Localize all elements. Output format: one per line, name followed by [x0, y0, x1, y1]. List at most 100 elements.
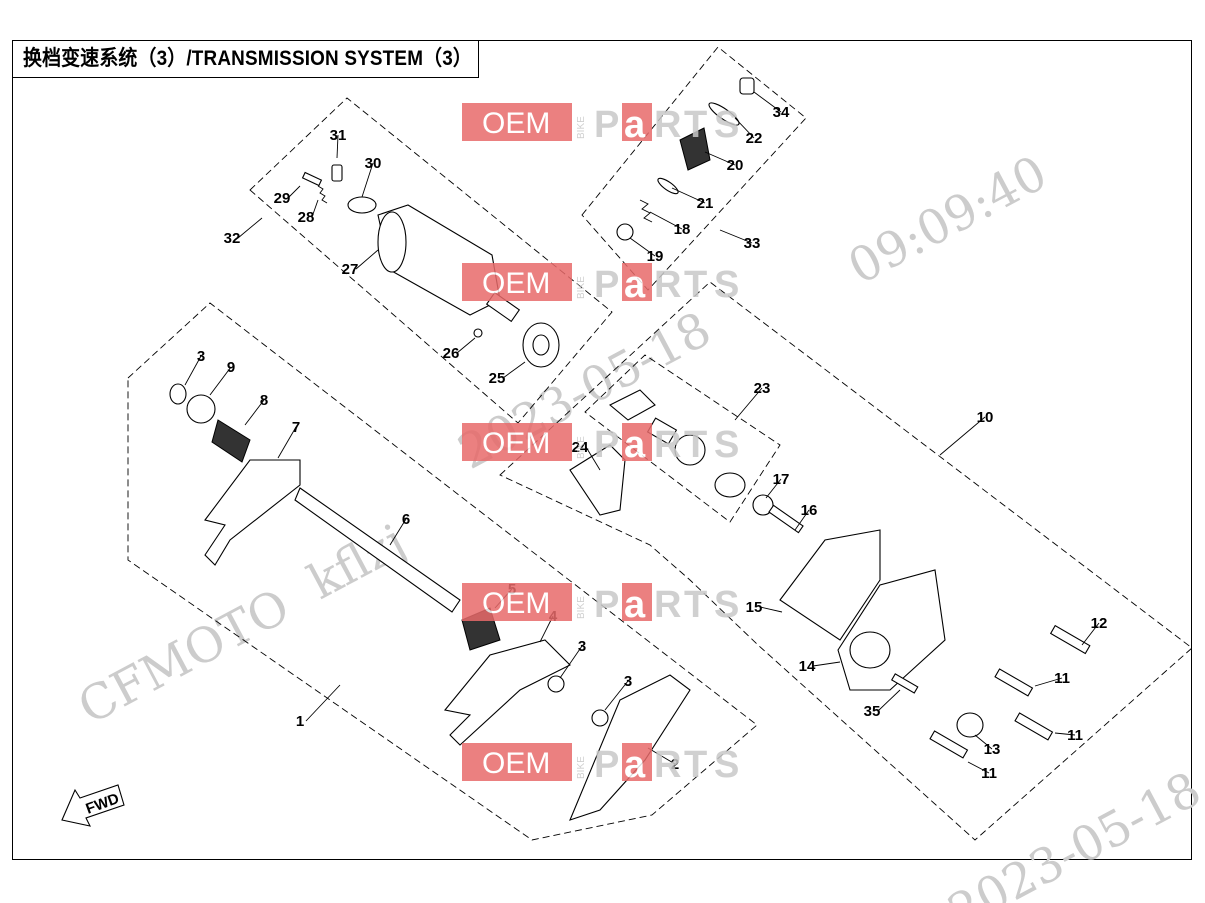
callout-1: 1	[296, 713, 304, 730]
callout-7: 7	[292, 419, 300, 436]
leader-line-30	[361, 162, 374, 198]
watermark-brand: CFMOTO	[69, 578, 298, 735]
logo-red-block	[462, 423, 572, 461]
callout-11a: 11	[1054, 670, 1070, 687]
leader-line-11b	[1054, 732, 1076, 736]
logo-oem-text: OEM	[482, 747, 550, 780]
leader-line-14	[812, 661, 841, 667]
part-8-spring	[211, 419, 251, 463]
leader-line-11a	[1034, 677, 1063, 687]
leader-line-2	[647, 747, 676, 765]
callout-28: 28	[298, 209, 315, 226]
callout-19: 19	[647, 248, 664, 265]
logo-letter-s: S	[714, 424, 739, 466]
callout-2: 2	[671, 756, 679, 773]
logo-letter-a: a	[624, 104, 646, 146]
logo-oem-text: OEM	[482, 427, 550, 460]
detent-assembly	[616, 77, 755, 241]
callout-6: 6	[402, 511, 410, 528]
group-box-1	[127, 302, 758, 841]
logo-letter-r: R	[654, 264, 681, 306]
part-6-shaft	[294, 487, 461, 613]
leader-line-6	[389, 518, 407, 546]
part-4-fork	[443, 639, 571, 746]
callout-21: 21	[697, 195, 714, 212]
callout-27: 27	[342, 261, 359, 278]
leader-line-11c	[967, 761, 990, 774]
leader-line-24	[585, 446, 601, 471]
logo-red-block	[462, 103, 572, 141]
logo-letter-t: T	[684, 104, 707, 146]
shift-fork-assembly	[169, 383, 691, 821]
logo-a-block	[622, 743, 652, 781]
callout-18: 18	[674, 221, 691, 238]
part-14-cover-hole	[849, 631, 891, 669]
logo-letter-a: a	[624, 264, 646, 306]
part-23-gear	[674, 434, 706, 466]
part-23-stopper	[609, 389, 656, 421]
logo-letter-s: S	[714, 584, 739, 626]
part-22-washer	[708, 102, 740, 126]
fwd-label: FWD	[84, 790, 122, 818]
logo-letter-t: T	[684, 744, 707, 786]
part-31-bolt	[331, 164, 343, 182]
leader-line-1	[305, 684, 341, 722]
logo-letter-r: R	[654, 104, 681, 146]
leader-line-8	[244, 399, 265, 426]
callout-30: 30	[365, 155, 382, 172]
watermark-time: 09:09:40	[839, 145, 1056, 296]
leader-line-31	[336, 134, 339, 159]
part-20-holder	[679, 127, 711, 171]
callout-15: 15	[746, 599, 763, 616]
logo-oem-text: OEM	[482, 267, 550, 300]
leader-line-28	[311, 199, 319, 218]
logo-oem-text: OEM	[482, 107, 550, 140]
part-3-clip-b	[547, 675, 565, 693]
part-17-washer	[752, 494, 774, 516]
callout-22: 22	[746, 130, 763, 147]
logo-a-block	[622, 263, 652, 301]
logo-a-block	[622, 103, 652, 141]
group-box-33	[581, 46, 807, 291]
leader-line-13	[974, 734, 993, 750]
diagram-frame	[12, 40, 1192, 860]
part-11-bolt-b	[1014, 712, 1054, 741]
callout-32: 32	[224, 230, 241, 247]
callout-23: 23	[754, 380, 771, 397]
callout-12: 12	[1091, 615, 1108, 632]
callout-3a: 3	[197, 348, 205, 365]
leader-line-29	[287, 185, 301, 199]
part-23-cam	[714, 472, 746, 498]
logo-letter-r: R	[654, 424, 681, 466]
leader-line-22	[734, 117, 755, 139]
leader-line-3b	[559, 645, 583, 679]
part-28-spring	[317, 185, 328, 204]
part-18-spring	[639, 199, 653, 223]
shift-mechanism	[569, 389, 1091, 759]
group-box-32	[249, 97, 613, 424]
leader-line-3a	[184, 355, 202, 386]
logo-letter-p: P	[594, 264, 619, 306]
part-12-bolt	[1049, 624, 1091, 655]
callout-33: 33	[744, 235, 761, 252]
logo-letter-t: T	[684, 424, 707, 466]
logo-red-block	[462, 263, 572, 301]
callout-3c: 3	[624, 673, 632, 690]
logo-bike-text: BIKE	[576, 116, 587, 139]
leader-line-27	[355, 249, 379, 270]
leader-line-25	[502, 361, 526, 379]
callout-11c: 11	[981, 765, 997, 782]
part-35-dowel	[890, 673, 919, 694]
leader-line-7	[277, 426, 297, 459]
logo-letter-r: R	[654, 744, 681, 786]
callout-29: 29	[274, 190, 291, 207]
logo-letter-r: R	[654, 584, 681, 626]
leader-line-10	[939, 416, 986, 456]
leader-line-26	[456, 337, 476, 354]
part-25-bearing-bore	[532, 334, 550, 356]
leader-line-19	[629, 237, 656, 257]
leader-line-18	[649, 211, 683, 230]
callout-20: 20	[727, 157, 744, 174]
